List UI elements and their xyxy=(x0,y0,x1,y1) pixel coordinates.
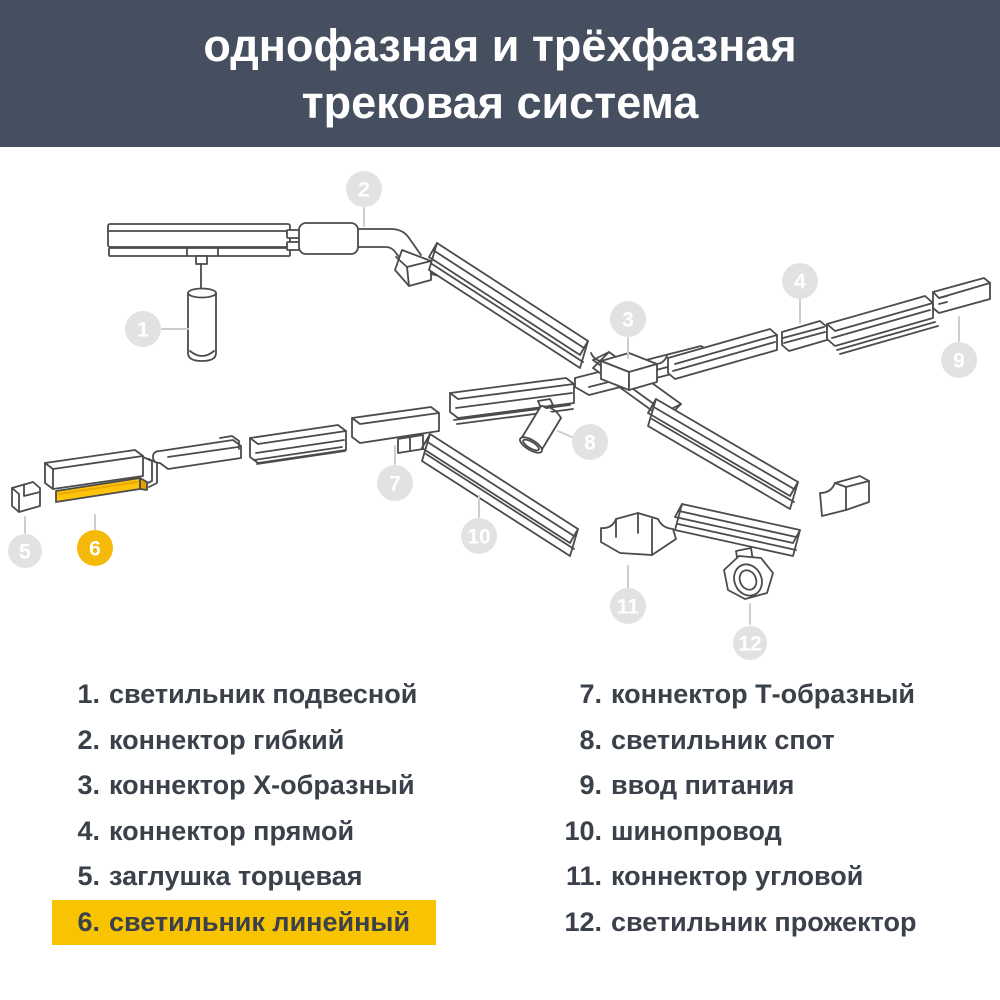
pendant-light-drawing xyxy=(107,223,291,362)
legend-item-4: 4. коннектор прямой xyxy=(52,809,436,855)
legend-item-10-label: шинопровод xyxy=(611,815,782,846)
page-header: однофазная и трёхфазная трековая система xyxy=(0,0,1000,147)
mini-connector-drawing xyxy=(152,435,242,470)
callout-4: 4 xyxy=(782,263,818,299)
callout-9-number: 9 xyxy=(953,350,965,373)
callout-10-number: 10 xyxy=(467,526,490,549)
t-connector-drawing xyxy=(351,406,440,454)
track-system-diagram: 1 2 3 4 5 6 7 8 9 10 11 12 xyxy=(0,147,1000,667)
flexible-connector-drawing xyxy=(286,222,445,287)
legend-item-9-number: 9. xyxy=(579,770,602,801)
legend-item-7: 7. коннектор Т-образный xyxy=(540,672,917,718)
legend-item-8: 8. светильник спот xyxy=(540,718,917,764)
legend-item-2-label: коннектор гибкий xyxy=(109,724,345,755)
legend-item-12-label: светильник прожектор xyxy=(611,906,917,937)
legend-item-3: 3. коннектор Х-образный xyxy=(52,763,436,809)
diagram-drawing: 1 2 3 4 5 6 7 8 9 10 11 12 xyxy=(8,171,991,660)
projector-light-drawing xyxy=(674,503,801,600)
legend-item-12-number: 12. xyxy=(564,906,602,937)
title-line-1: однофазная и трёхфазная xyxy=(203,19,797,71)
callout-1: 1 xyxy=(125,311,161,347)
callout-11-number: 11 xyxy=(617,596,640,619)
track-segment-sw xyxy=(249,424,347,465)
track-segment-se xyxy=(647,398,799,510)
callout-10: 10 xyxy=(461,518,497,554)
legend: 1. светильник подвесной 2. коннектор гиб… xyxy=(0,672,1000,962)
callout-8: 8 xyxy=(572,424,608,460)
legend-item-9-label: ввод питания xyxy=(611,770,795,801)
callout-8-number: 8 xyxy=(584,432,596,455)
legend-left-column: 1. светильник подвесной 2. коннектор гиб… xyxy=(52,672,437,945)
legend-item-2: 2. коннектор гибкий xyxy=(52,718,436,764)
track-segment-nw xyxy=(428,242,589,369)
legend-item-5-number: 5. xyxy=(77,861,100,892)
legend-item-12: 12. светильник прожектор xyxy=(540,900,917,946)
callout-2: 2 xyxy=(346,171,382,207)
track-segment-ne-short xyxy=(667,328,778,380)
callout-7-number: 7 xyxy=(389,473,401,496)
legend-item-2-number: 2. xyxy=(77,724,100,755)
legend-item-9: 9. ввод питания xyxy=(540,763,917,809)
legend-item-6-label: светильник линейный xyxy=(109,906,411,937)
legend-item-5: 5. заглушка торцевая xyxy=(52,854,436,900)
track-segment-ne-long xyxy=(826,295,939,355)
legend-item-11: 11. коннектор угловой xyxy=(540,854,917,900)
corner-piece-drawing xyxy=(819,475,870,517)
legend-item-6-number: 6. xyxy=(77,906,100,937)
busbar-track-drawing xyxy=(421,433,579,557)
callout-12-number: 12 xyxy=(738,633,761,656)
legend-item-7-number: 7. xyxy=(579,679,602,710)
callout-11: 11 xyxy=(610,588,646,624)
legend-right-column: 7. коннектор Т-образный 8. светильник сп… xyxy=(540,672,917,946)
legend-item-1: 1. светильник подвесной xyxy=(52,672,436,718)
legend-item-3-number: 3. xyxy=(77,770,100,801)
callout-7: 7 xyxy=(377,465,413,501)
legend-item-1-label: светильник подвесной xyxy=(109,679,418,710)
title-line-2: трековая система xyxy=(301,76,699,128)
leader-lines xyxy=(24,207,960,625)
legend-item-11-label: коннектор угловой xyxy=(611,861,864,892)
callout-9: 9 xyxy=(941,342,977,378)
callout-6-highlighted: 6 xyxy=(77,530,113,566)
callout-4-number: 4 xyxy=(794,271,806,294)
callout-1-number: 1 xyxy=(137,319,149,342)
callout-3-number: 3 xyxy=(622,309,634,332)
legend-item-10-number: 10. xyxy=(564,815,602,846)
callout-6-number: 6 xyxy=(89,538,101,561)
spot-light-drawing xyxy=(519,398,562,454)
power-feed-drawing xyxy=(932,277,991,314)
callout-3: 3 xyxy=(610,301,646,337)
legend-item-7-label: коннектор Т-образный xyxy=(611,679,916,710)
end-cap-drawing xyxy=(11,481,41,513)
straight-connector-drawing xyxy=(781,320,828,352)
callout-12: 12 xyxy=(733,626,767,660)
callout-5: 5 xyxy=(8,534,42,568)
legend-item-5-label: заглушка торцевая xyxy=(109,861,363,892)
legend-item-8-number: 8. xyxy=(579,724,602,755)
corner-connector-drawing xyxy=(600,512,677,556)
legend-item-10: 10. шинопровод xyxy=(540,809,917,855)
legend-item-3-label: коннектор Х-образный xyxy=(109,770,415,801)
legend-item-6-highlighted: 6. светильник линейный xyxy=(52,899,437,945)
linear-light-drawing xyxy=(44,449,158,503)
callout-2-number: 2 xyxy=(358,179,370,202)
legend-item-8-label: светильник спот xyxy=(611,724,835,755)
legend-item-4-label: коннектор прямой xyxy=(109,815,355,846)
callout-5-number: 5 xyxy=(19,541,31,564)
legend-item-1-number: 1. xyxy=(77,679,100,710)
legend-item-4-number: 4. xyxy=(77,815,100,846)
legend-item-11-number: 11. xyxy=(565,861,602,892)
